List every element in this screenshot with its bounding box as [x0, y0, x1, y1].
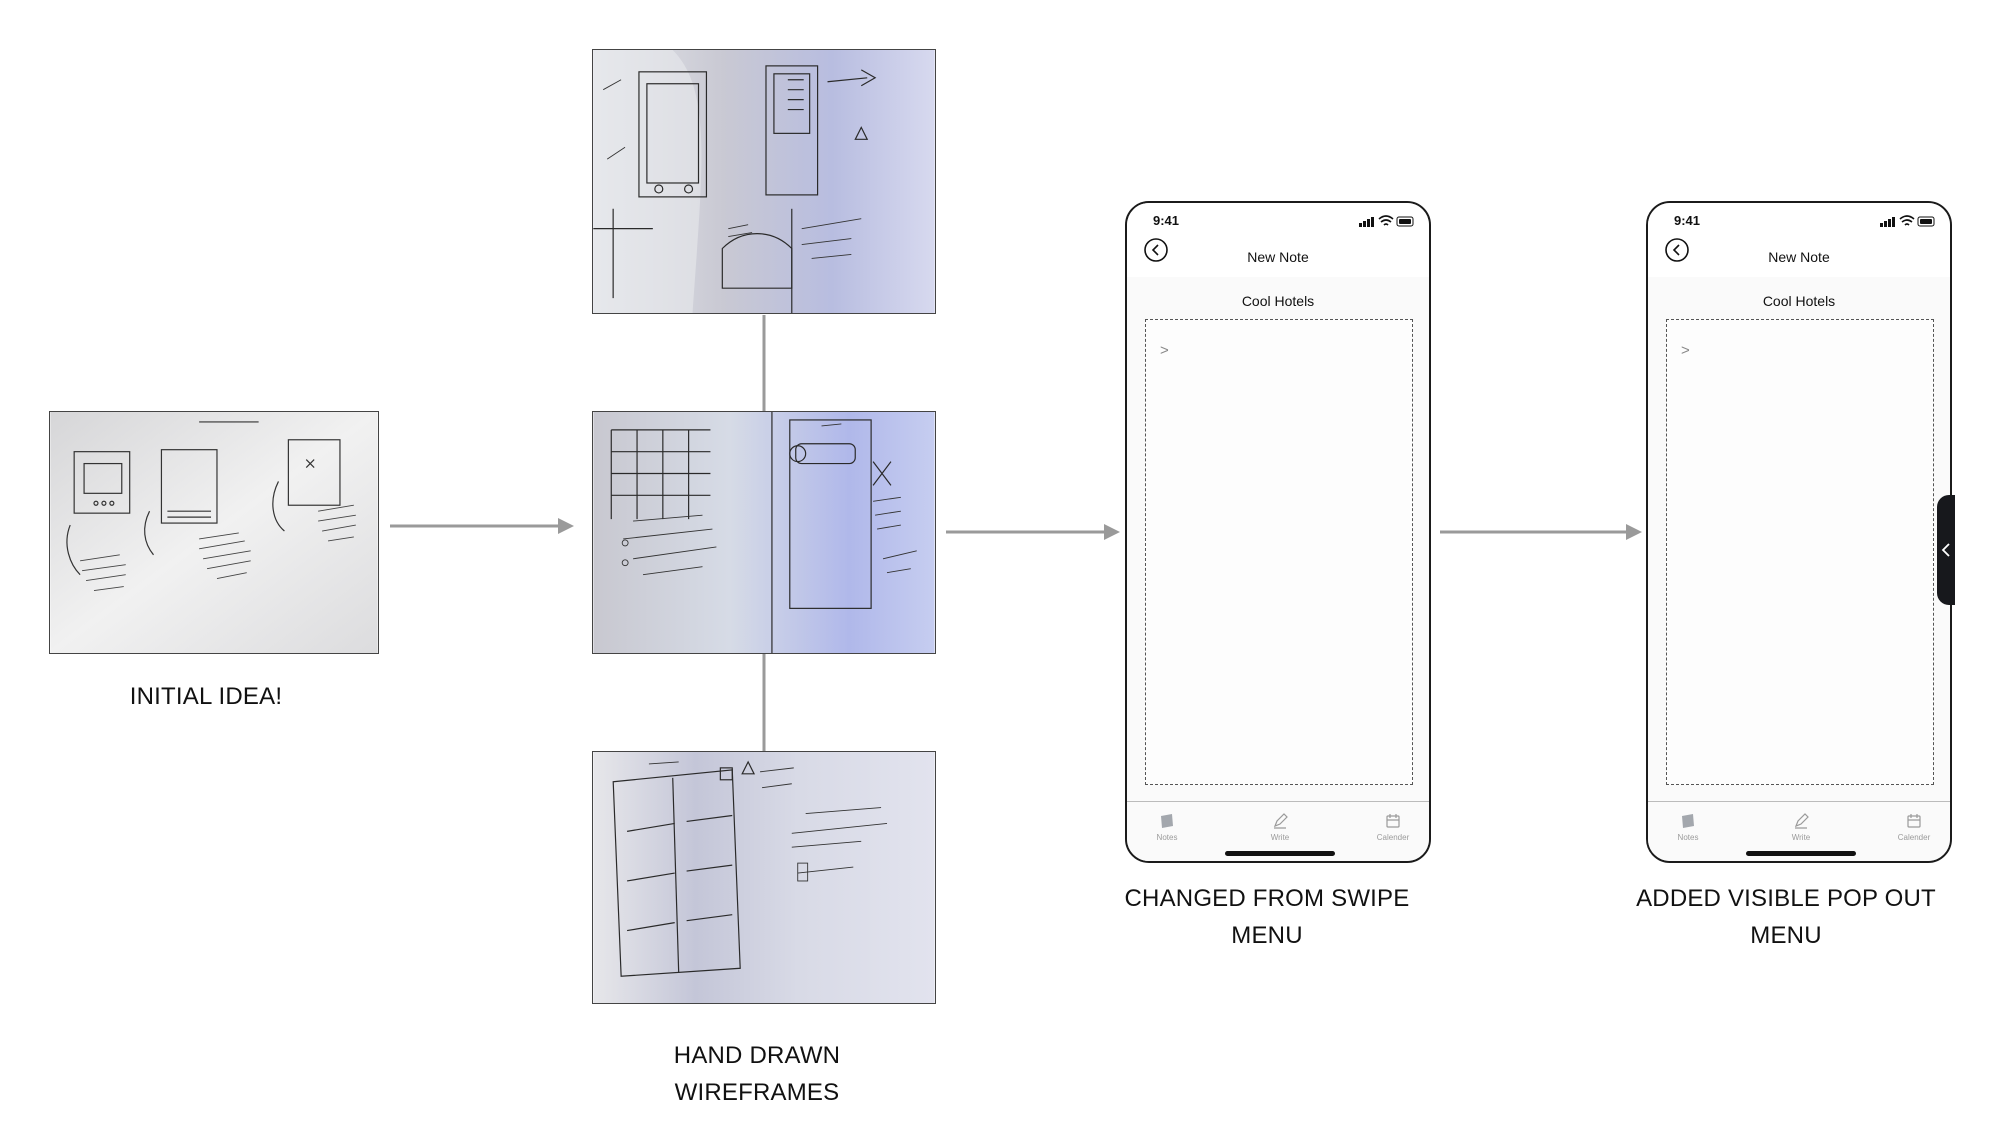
pencil-icon — [1273, 813, 1288, 829]
wifi-icon — [1899, 215, 1915, 226]
phone-mockup-popout: 9:41 New Note Cool Hotels > Notes — [1646, 201, 1952, 863]
wireframes-caption: HAND DRAWN WIREFRAMES — [673, 1042, 841, 1106]
tab-write-label: Write — [1270, 833, 1290, 842]
tab-write-label: Write — [1791, 833, 1811, 842]
popout-menu-caption: ADDED VISIBLE POP OUT MENU — [1636, 885, 1936, 949]
signal-icon — [1880, 217, 1895, 227]
wireframe-sketch-image — [593, 50, 935, 313]
back-circle-icon[interactable] — [1143, 237, 1169, 263]
note-editor[interactable]: > — [1145, 319, 1413, 785]
nav-title: New Note — [1247, 249, 1309, 265]
battery-icon — [1396, 216, 1414, 227]
note-editor[interactable]: > — [1666, 319, 1934, 785]
status-time: 9:41 — [1153, 213, 1180, 228]
whiteboard-sketch-image — [50, 412, 378, 653]
status-bar: 9:41 — [1127, 203, 1429, 243]
nav-title: New Note — [1768, 249, 1830, 265]
status-icons — [1880, 215, 1935, 227]
nav-header — [1648, 203, 1950, 277]
home-indicator — [1225, 851, 1335, 856]
notes-icon — [1682, 814, 1694, 828]
tab-write[interactable]: Write — [1761, 812, 1841, 842]
tab-notes[interactable]: Notes — [1648, 812, 1728, 842]
popout-menu-tab[interactable] — [1937, 495, 1955, 605]
tab-write[interactable]: Write — [1240, 812, 1320, 842]
initial-idea-caption: INITIAL IDEA! — [129, 683, 283, 710]
editor-cursor: > — [1160, 342, 1169, 359]
tab-notes[interactable]: Notes — [1127, 812, 1207, 842]
tab-calendar[interactable]: Calender — [1874, 812, 1950, 842]
tab-calendar-label: Calender — [1897, 833, 1931, 842]
tab-calendar[interactable]: Calender — [1353, 812, 1429, 842]
home-indicator — [1746, 851, 1856, 856]
calendar-icon — [1386, 814, 1400, 828]
status-bar: 9:41 — [1648, 203, 1950, 243]
arrow-head-1 — [558, 518, 574, 534]
tab-notes-label: Notes — [1677, 833, 1699, 842]
tab-notes-label: Notes — [1156, 833, 1178, 842]
battery-icon — [1917, 216, 1935, 227]
pencil-icon — [1794, 813, 1809, 829]
note-title[interactable]: Cool Hotels — [1241, 293, 1315, 309]
editor-cursor: > — [1681, 342, 1690, 359]
wireframe-photo-top — [592, 49, 936, 314]
wireframe-sketch-image — [593, 752, 935, 1003]
note-title[interactable]: Cool Hotels — [1762, 293, 1836, 309]
signal-icon — [1359, 217, 1374, 227]
status-icons — [1359, 215, 1414, 227]
calendar-icon — [1907, 814, 1921, 828]
initial-idea-photo — [49, 411, 379, 654]
status-time: 9:41 — [1674, 213, 1701, 228]
back-circle-icon[interactable] — [1664, 237, 1690, 263]
wireframe-photo-bottom — [592, 751, 936, 1004]
chevron-left-icon — [1941, 543, 1950, 557]
notes-icon — [1161, 814, 1173, 828]
swipe-menu-caption: CHANGED FROM SWIPE MENU — [1124, 885, 1410, 949]
wireframe-sketch-image — [593, 412, 935, 653]
nav-header — [1127, 203, 1429, 277]
arrow-head-2 — [1104, 524, 1120, 540]
tab-calendar-label: Calender — [1376, 833, 1410, 842]
wireframe-photo-middle — [592, 411, 936, 654]
wifi-icon — [1378, 215, 1394, 226]
arrow-head-3 — [1626, 524, 1642, 540]
phone-mockup-swipe: 9:41 New Note Cool Hotels > Notes — [1125, 201, 1431, 863]
